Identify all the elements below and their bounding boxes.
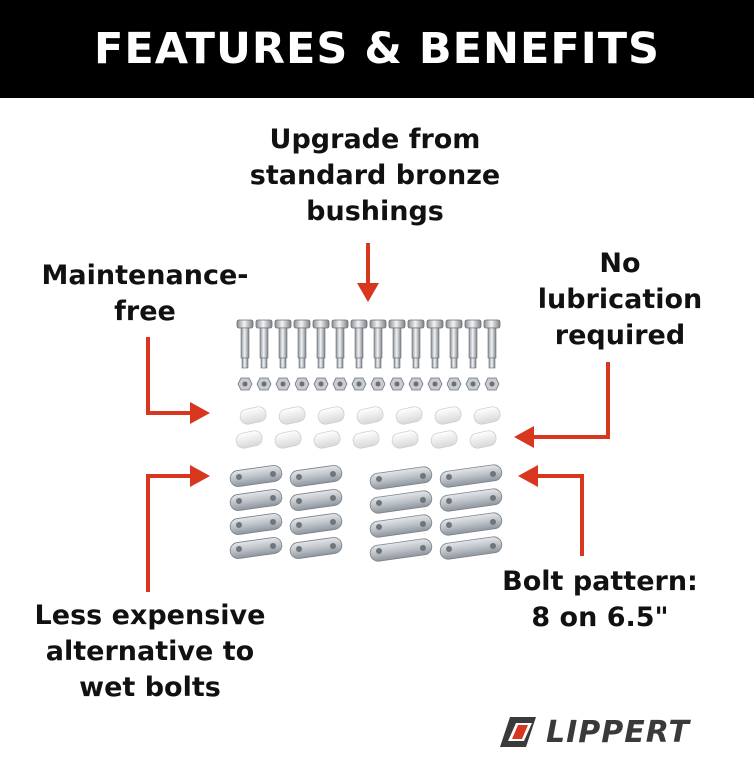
plate (439, 488, 503, 512)
nut (237, 377, 253, 391)
upgrade-label: Upgrade from standard bronze bushings (249, 124, 501, 227)
bolt (464, 319, 482, 369)
bolt-pattern-label: Bolt pattern: 8 on 6.5" (502, 566, 698, 633)
bushing (395, 406, 423, 425)
bolt (369, 319, 387, 369)
bushing (313, 430, 341, 449)
plate (369, 490, 433, 514)
plate (229, 513, 283, 535)
bushing (278, 406, 306, 425)
bolt (388, 319, 406, 369)
plate (439, 512, 503, 536)
plate (229, 537, 283, 559)
nut (351, 377, 367, 391)
bushing-group (235, 406, 501, 449)
page-title: FEATURES & BENEFITS (93, 24, 660, 74)
arrow-maintenance (146, 337, 210, 424)
brand-name: LIPPERT (546, 714, 690, 750)
no-lubrication-label: No lubrication required (537, 248, 703, 351)
nut (389, 377, 405, 391)
bushing (317, 406, 345, 425)
nut (465, 377, 481, 391)
nut (446, 377, 462, 391)
plate (289, 537, 343, 559)
plate-group (229, 464, 503, 562)
bushing (239, 406, 267, 425)
bushing (356, 406, 384, 425)
plate (289, 513, 343, 535)
nut (427, 377, 443, 391)
bolt (293, 319, 311, 369)
nut (294, 377, 310, 391)
plate (289, 489, 343, 511)
nut (313, 377, 329, 391)
bolt (274, 319, 292, 369)
plate (289, 465, 343, 487)
arrows (146, 243, 610, 592)
bolt (445, 319, 463, 369)
maintenance-free-label: Maintenance- free (41, 260, 249, 327)
bushing (430, 430, 458, 449)
bushing (473, 406, 501, 425)
plate (369, 538, 433, 562)
nut-group (237, 377, 500, 391)
plate (229, 489, 283, 511)
bushing (391, 430, 419, 449)
bushing (469, 430, 497, 449)
arrow-less-expensive (146, 465, 210, 592)
less-expensive-label: Less expensive alternative to wet bolts (34, 600, 266, 703)
plate (369, 514, 433, 538)
bushing (434, 406, 462, 425)
bolt (407, 319, 425, 369)
bolt (312, 319, 330, 369)
arrow-upgrade (357, 243, 379, 302)
lippert-logo-mark-icon (500, 717, 536, 747)
lippert-logo: LIPPERT (496, 712, 736, 752)
bolt-group (236, 319, 501, 369)
bolt (255, 319, 273, 369)
nut (370, 377, 386, 391)
arrow-no-lubrication (514, 362, 610, 448)
bushing (235, 430, 263, 449)
nut (408, 377, 424, 391)
nut (275, 377, 291, 391)
plate (369, 466, 433, 490)
nut (332, 377, 348, 391)
bolt (483, 319, 501, 369)
bolt (426, 319, 444, 369)
bolt (350, 319, 368, 369)
plate (229, 465, 283, 487)
nut (484, 377, 500, 391)
nut (256, 377, 272, 391)
bolt (236, 319, 254, 369)
bolt (331, 319, 349, 369)
plate (439, 536, 503, 560)
bushing (274, 430, 302, 449)
header-banner: FEATURES & BENEFITS (0, 0, 754, 98)
bushing (352, 430, 380, 449)
arrow-bolt-pattern (518, 465, 584, 556)
plate (439, 464, 503, 488)
